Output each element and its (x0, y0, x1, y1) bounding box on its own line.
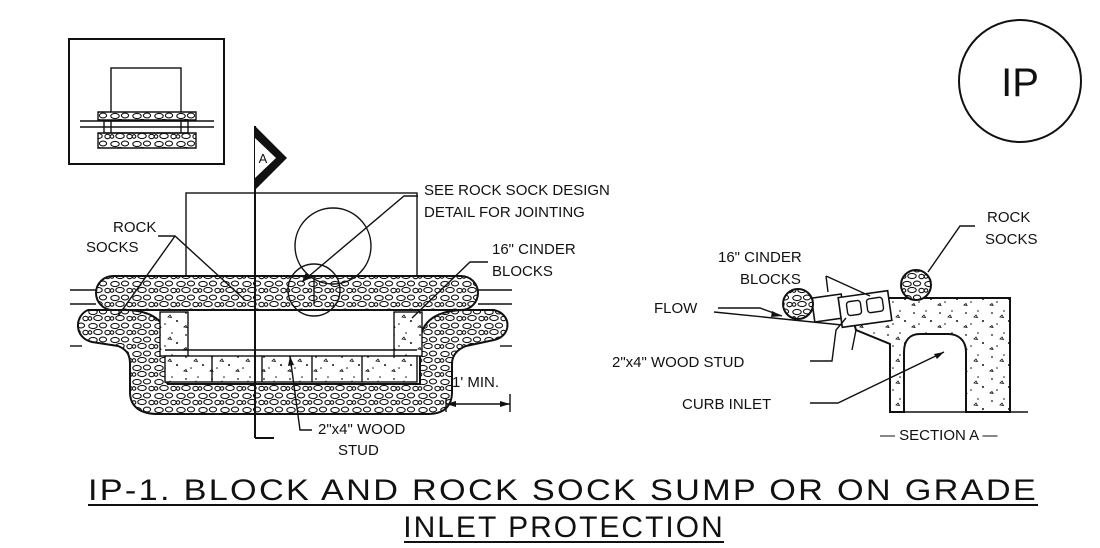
ip-badge: IP (958, 19, 1082, 143)
title-line-2: INLET PROTECTION (403, 511, 724, 544)
section-cinder-blocks (810, 289, 893, 329)
joint-detail-circle-large (294, 207, 372, 285)
title-line-1: IP-1. BLOCK AND ROCK SOCK SUMP OR ON GRA… (88, 474, 1038, 507)
flow-label: FLOW (654, 300, 698, 317)
detail-title: IP-1. BLOCK AND ROCK SOCK SUMP OR ON GRA… (88, 474, 1038, 544)
upper-rock-sock (95, 275, 479, 311)
plan-rock-socks-label-2: SOCKS (86, 239, 139, 256)
key-plan-thumbnail (68, 38, 225, 165)
plan-leaders (117, 195, 488, 431)
plan-stud-label-1: 2"x4" WOOD (318, 421, 405, 438)
plan-rock-socks-label-1: ROCK (113, 219, 156, 236)
section-view: ROCK SOCKS 16" CINDER BLOCKS FLOW 2"x4" … (612, 209, 1038, 444)
section-a-label: — SECTION A — (880, 427, 998, 444)
ip-badge-text: IP (1001, 61, 1039, 105)
see-detail-label-2: DETAIL FOR JOINTING (424, 204, 585, 221)
see-detail-label-1: SEE ROCK SOCK DESIGN (424, 182, 610, 199)
left-cinder-block (159, 311, 189, 357)
section-rock-socks-label-1: ROCK (987, 209, 1030, 226)
section-leaders (718, 225, 975, 404)
plan-cinder-label-1: 16" CINDER (492, 241, 576, 258)
section-rock-sock-low (782, 288, 814, 320)
section-cinder-label-1: 16" CINDER (718, 249, 802, 266)
section-stud-label: 2"x4" WOOD STUD (612, 354, 744, 371)
right-cinder-block (393, 311, 423, 357)
plan-cinder-label-2: BLOCKS (492, 263, 553, 280)
section-rock-sock-top (900, 269, 932, 301)
section-flag-letter: A (259, 151, 268, 166)
section-rock-socks-label-2: SOCKS (985, 231, 1038, 248)
plan-stud-label-2: STUD (338, 442, 379, 459)
section-cinder-label-2: BLOCKS (740, 271, 801, 288)
joint-detail-circle-small (287, 263, 341, 317)
curb-inlet-body (850, 297, 1011, 413)
plan-view: A ROCK SOCKS SEE ROCK SOCK DESIGN DETAIL… (70, 126, 610, 459)
inlet-box (185, 192, 418, 284)
curb-inlet-label: CURB INLET (682, 396, 771, 413)
min-dimension-label: 1' MIN. (452, 374, 499, 391)
